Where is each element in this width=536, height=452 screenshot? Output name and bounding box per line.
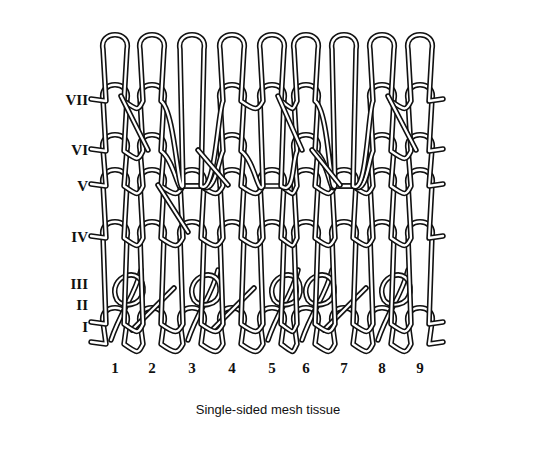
yarn-float-core bbox=[312, 150, 340, 185]
wale-number: 7 bbox=[340, 361, 348, 376]
course-numeral: III bbox=[70, 277, 88, 292]
yarn-float-core bbox=[388, 96, 416, 150]
yarn-float-core bbox=[212, 288, 254, 330]
tuck-loop-core bbox=[192, 275, 220, 305]
wale-number: 9 bbox=[416, 361, 424, 376]
yarn-float bbox=[198, 150, 228, 185]
yarn-course-core bbox=[91, 35, 443, 187]
tuck-loop bbox=[382, 275, 410, 305]
yarn-float bbox=[312, 150, 340, 185]
yarn-float-core bbox=[324, 288, 366, 330]
yarn-float bbox=[324, 288, 366, 330]
course-numeral: VI bbox=[71, 143, 88, 158]
yarn-float-core bbox=[132, 288, 174, 330]
yarn-float bbox=[132, 288, 174, 330]
yarn-float-core bbox=[158, 185, 188, 232]
wale-number: 4 bbox=[228, 361, 236, 376]
wale-number: 3 bbox=[188, 361, 196, 376]
yarn-float-core bbox=[278, 96, 302, 150]
wale-number: 2 bbox=[148, 361, 156, 376]
yarn-float bbox=[278, 96, 302, 150]
course-numeral: VII bbox=[65, 93, 88, 108]
yarn-float bbox=[212, 288, 254, 330]
yarn-float-core bbox=[198, 150, 228, 185]
wale-number: 8 bbox=[378, 361, 386, 376]
tuck-loop bbox=[306, 275, 334, 305]
wale-number: 5 bbox=[268, 361, 276, 376]
yarn-course bbox=[91, 35, 443, 187]
course-numeral: I bbox=[82, 320, 88, 335]
yarn-float-core bbox=[121, 96, 148, 150]
wale-number: 1 bbox=[111, 361, 119, 376]
knit-loops bbox=[91, 35, 443, 352]
course-numeral: IV bbox=[71, 230, 88, 245]
tuck-loop-core bbox=[382, 275, 410, 305]
course-numeral: V bbox=[77, 179, 88, 194]
yarn-float bbox=[388, 96, 416, 150]
course-numeral: II bbox=[76, 298, 88, 313]
wale-number: 6 bbox=[302, 361, 310, 376]
yarn-float bbox=[158, 185, 188, 232]
tuck-loop-core bbox=[306, 275, 334, 305]
tuck-loop bbox=[192, 275, 220, 305]
yarn-float bbox=[121, 96, 148, 150]
figure-caption: Single-sided mesh tissue bbox=[196, 403, 341, 416]
